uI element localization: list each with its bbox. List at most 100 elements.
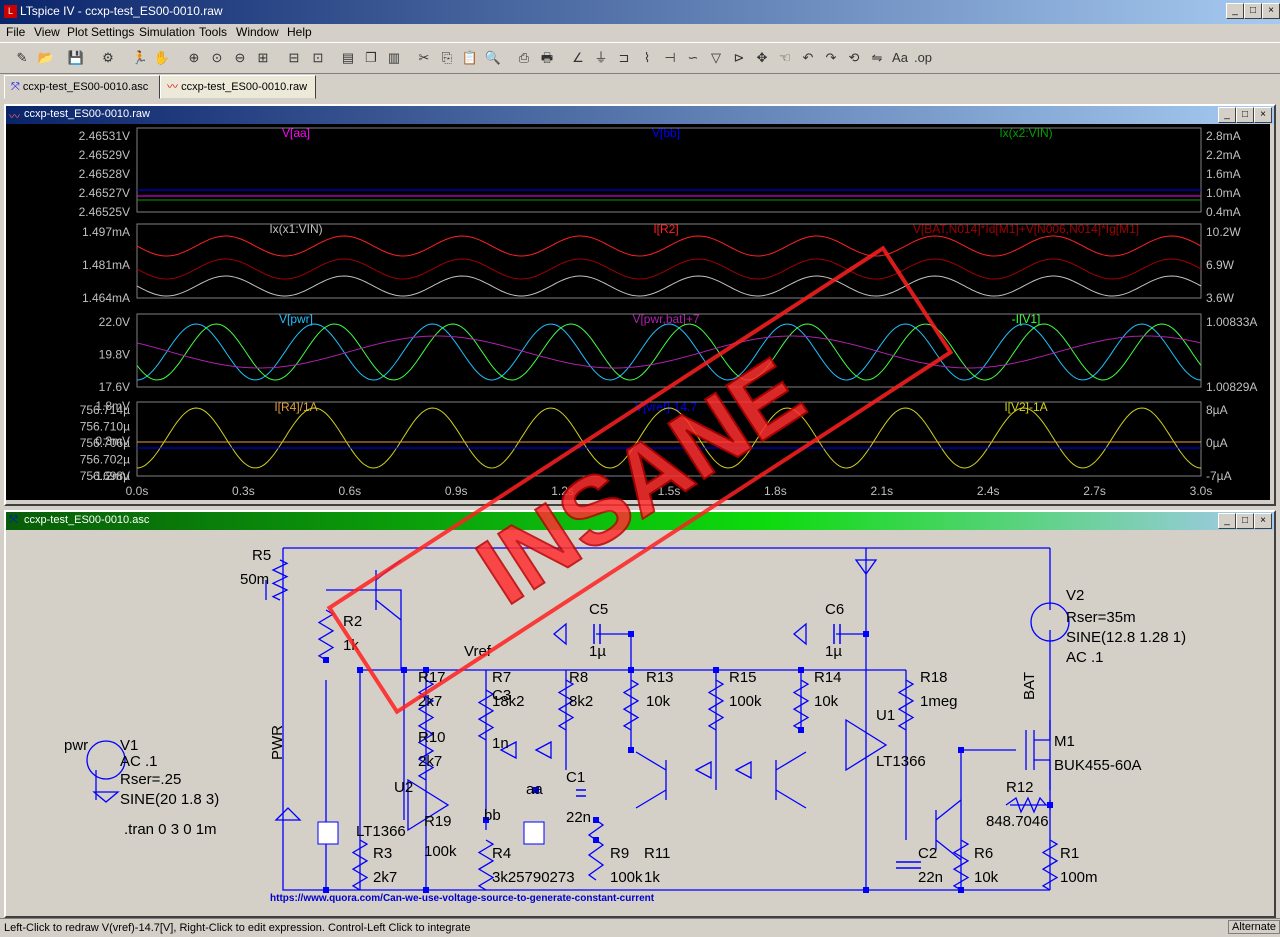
plot-minimize-button[interactable]: _ — [1218, 107, 1236, 123]
tab-schematic[interactable]: ⤧ ccxp-test_ES00-0010.asc — [4, 75, 160, 99]
spice-directive-icon[interactable]: .op — [913, 50, 933, 65]
plot-close-button[interactable]: × — [1254, 107, 1272, 123]
component-icon[interactable]: ⊳ — [733, 50, 745, 65]
resistor-symbol — [477, 839, 495, 891]
menu-window[interactable]: Window — [236, 25, 279, 39]
schematic-close-button[interactable]: × — [1254, 513, 1272, 529]
schematic-window-titlebar: ⤧ ccxp-test_ES00-0010.asc _ □ × — [6, 512, 1274, 530]
inductor-icon[interactable]: ∽ — [687, 50, 699, 65]
x-tick-label: 0.0s — [126, 484, 149, 498]
component-label: R6 — [974, 845, 993, 862]
wire — [282, 548, 1050, 891]
find-icon[interactable]: 🔍 — [484, 50, 502, 65]
copy-icon[interactable]: ⎘ — [441, 50, 453, 65]
ground-icon — [274, 807, 302, 821]
trace-legend: V[aa] — [282, 126, 310, 140]
left-tick-label: 756.710µ — [80, 420, 130, 434]
right-tick-label: 2.2mA — [1206, 148, 1241, 162]
opamp-u2 — [407, 778, 450, 832]
undo-icon[interactable]: ↶ — [802, 50, 814, 65]
schematic-minimize-button[interactable]: _ — [1218, 513, 1236, 529]
cascade-icon[interactable]: ❐ — [365, 50, 377, 65]
label-net-icon[interactable]: ⊐ — [618, 50, 630, 65]
component-label: R10 — [418, 729, 446, 746]
transistor-q4 — [935, 799, 962, 861]
autorange-icon[interactable]: ⊟ — [288, 50, 300, 65]
drag-icon[interactable]: ☜ — [779, 50, 791, 65]
left-tick-label-2: 0.3mV — [95, 434, 130, 448]
component-label: 22n — [566, 809, 591, 826]
close-button[interactable]: × — [1262, 3, 1280, 19]
junction-dot — [593, 817, 599, 823]
component-label: 848.7046 — [986, 813, 1049, 830]
save-icon[interactable]: 💾 — [67, 50, 85, 65]
maximize-button[interactable]: □ — [1244, 3, 1262, 19]
print-icon[interactable]: 🖶 — [540, 50, 554, 65]
fit-icon[interactable]: ⊡ — [312, 50, 324, 65]
text-icon[interactable]: Aa — [892, 50, 908, 65]
component-label: 1n — [492, 735, 509, 752]
right-tick-label: -7µA — [1206, 469, 1232, 483]
menu-simulation[interactable]: Simulation — [139, 25, 196, 39]
new-schematic-icon[interactable]: ✎ — [16, 50, 28, 65]
left-tick-label: 17.6V — [99, 380, 130, 394]
tab-waveform[interactable]: 〰 ccxp-test_ES00-0010.raw — [160, 75, 316, 99]
minimize-button[interactable]: _ — [1226, 3, 1244, 19]
component-label: 10k — [974, 869, 999, 886]
mirror-icon[interactable]: ⇋ — [871, 50, 883, 65]
redo-icon[interactable]: ↷ — [825, 50, 837, 65]
menu-tools[interactable]: Tools — [199, 25, 228, 39]
left-tick-label: 756.714µ — [80, 403, 130, 417]
component-label: R4 — [492, 845, 511, 862]
left-tick-label: 756.698µ — [80, 469, 130, 483]
component-label: R19 — [424, 813, 452, 830]
schematic-canvas[interactable]: R550mR21kPWRVrefR172k7R718k2C3R88k2C51µR… — [6, 530, 1270, 912]
wire-icon[interactable]: ∠ — [572, 50, 584, 65]
paste-icon[interactable]: 📋 — [461, 50, 479, 65]
tile-vertical-icon[interactable]: ▥ — [387, 50, 401, 65]
resistor-icon[interactable]: ⌇ — [643, 50, 651, 65]
component-label: aa — [526, 781, 543, 798]
menu-help[interactable]: Help — [287, 25, 312, 39]
junction-dot — [483, 817, 489, 823]
open-icon[interactable]: 📂 — [37, 50, 55, 65]
voltage-source-v1 — [86, 740, 126, 780]
ground-icon[interactable]: ⏚ — [594, 50, 608, 65]
capacitor-icon[interactable]: ⊣ — [664, 50, 676, 65]
zoom-in-icon[interactable]: ⊕ — [188, 50, 200, 65]
component-label: R2 — [343, 613, 362, 630]
resistor-symbol — [317, 609, 335, 661]
diode-icon[interactable]: ▽ — [711, 50, 721, 65]
halt-icon[interactable]: ✋ — [153, 50, 171, 65]
run-icon[interactable]: 🏃 — [131, 50, 149, 65]
right-tick-label: 10.2W — [1206, 225, 1241, 239]
control-panel-icon[interactable]: ⚙ — [102, 50, 114, 65]
junction-dot — [401, 667, 407, 673]
left-tick-label: 1.481mA — [82, 258, 130, 272]
toolbar: ✎ 📂 💾 ⚙ 🏃 ✋ ⊕ ⊙ ⊖ ⊞ ⊟ ⊡ ▤ ❐ ▥ ✂ ⎘ 📋 🔍 ⎙ … — [0, 42, 1280, 74]
schematic-maximize-button[interactable]: □ — [1236, 513, 1254, 529]
tile-horizontal-icon[interactable]: ▤ — [341, 50, 355, 65]
print-setup-icon[interactable]: ⎙ — [518, 50, 530, 65]
rotate-icon[interactable]: ⟲ — [848, 50, 860, 65]
menu-bar: File View Plot Settings Simulation Tools… — [0, 24, 1280, 42]
zoom-fit-icon[interactable]: ⊞ — [257, 50, 269, 65]
junction-dot — [533, 787, 539, 793]
move-icon[interactable]: ✥ — [756, 50, 768, 65]
zoom-pan-icon[interactable]: ⊙ — [211, 50, 223, 65]
cut-icon[interactable]: ✂ — [418, 50, 430, 65]
component-label: 1k — [644, 869, 660, 886]
menu-plot-settings[interactable]: Plot Settings — [67, 25, 135, 39]
component-label: pwr — [64, 737, 88, 754]
resistor-symbol — [271, 559, 289, 601]
junction-dot — [863, 887, 869, 893]
zoom-out-icon[interactable]: ⊖ — [234, 50, 246, 65]
plot-maximize-button[interactable]: □ — [1236, 107, 1254, 123]
document-tabs: ⤧ ccxp-test_ES00-0010.asc 〰 ccxp-test_ES… — [0, 73, 1280, 99]
junction-dot — [628, 667, 634, 673]
x-tick-label: 0.3s — [232, 484, 255, 498]
menu-file[interactable]: File — [6, 25, 26, 39]
menu-view[interactable]: View — [34, 25, 60, 39]
